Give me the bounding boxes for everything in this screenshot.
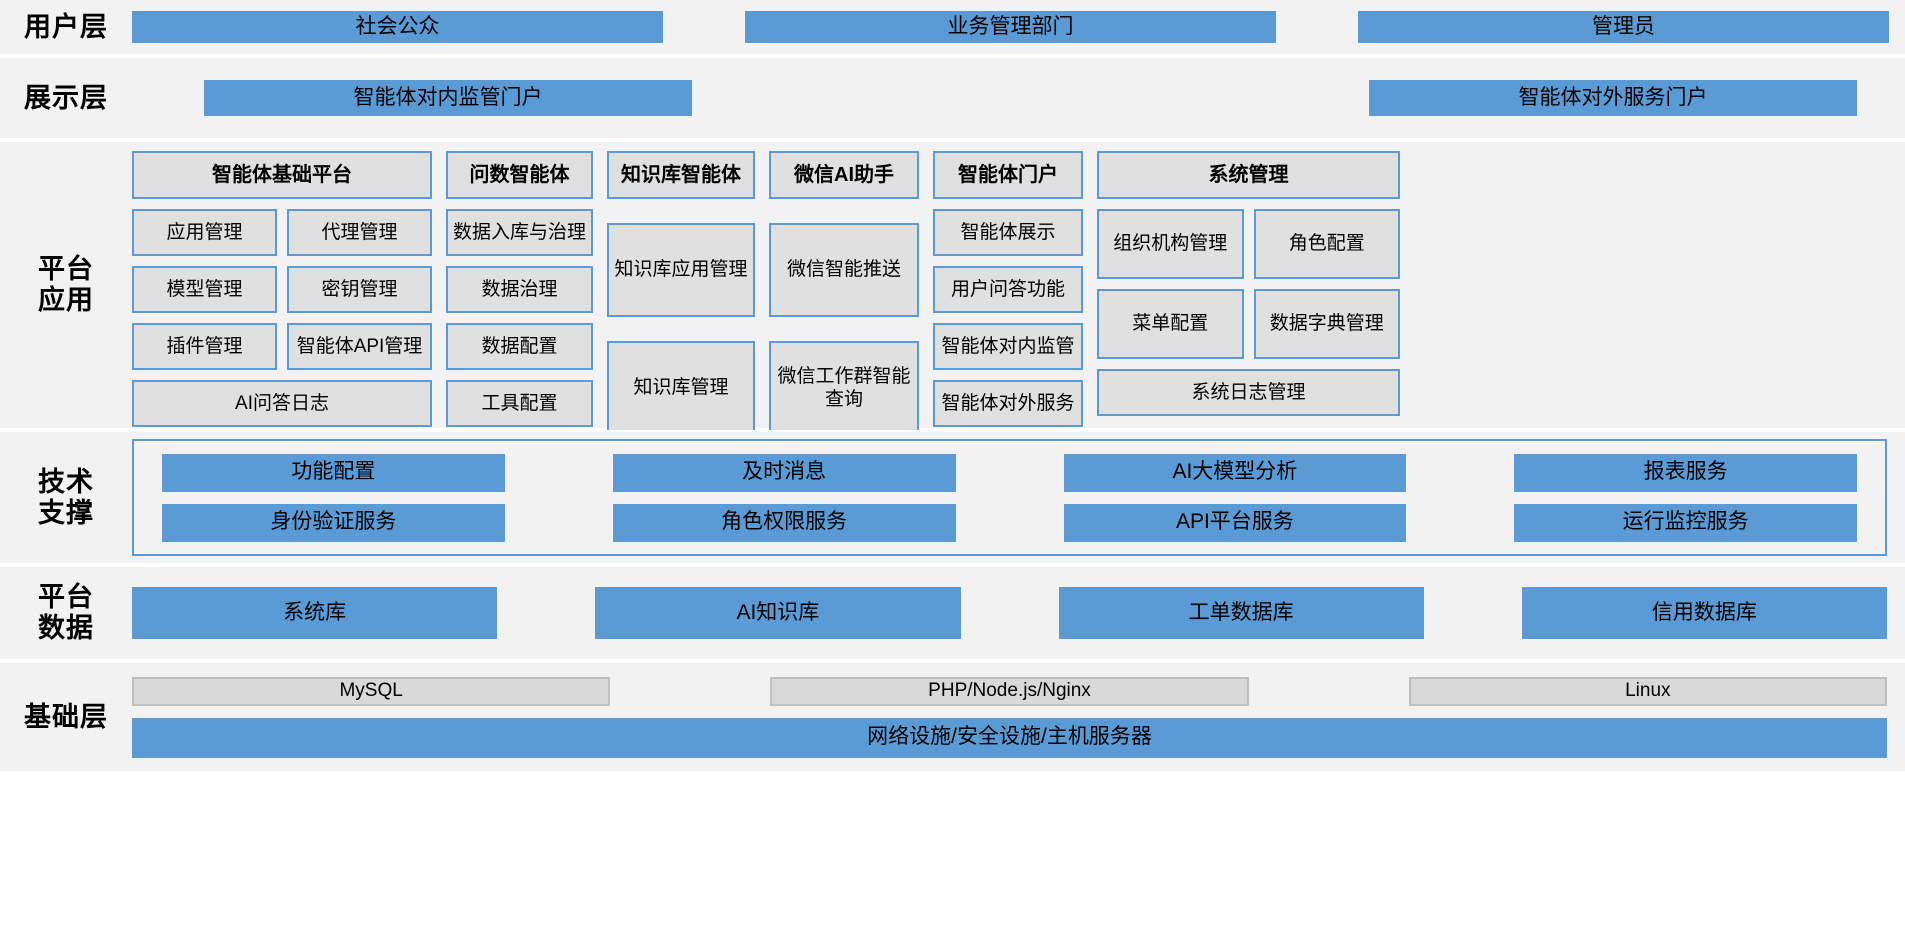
- layer-tech-label-line1: 技术: [38, 466, 94, 497]
- layer-user: 用户层 社会公众 业务管理部门 管理员: [0, 0, 1905, 56]
- app-header-wechat-ai-assistant[interactable]: 微信AI助手: [769, 151, 919, 199]
- tech-item-identity-auth-service[interactable]: 身份验证服务: [162, 503, 505, 542]
- infra-box-mysql[interactable]: MySQL: [132, 676, 611, 706]
- infra-box-php-node-nginx[interactable]: PHP/Node.js/Nginx: [770, 676, 1249, 706]
- presentation-box-external-portal[interactable]: 智能体对外服务门户: [1369, 80, 1857, 116]
- app-item-agent-management[interactable]: 代理管理: [287, 209, 432, 256]
- app-item-kb-management[interactable]: 知识库管理: [607, 341, 755, 435]
- user-box-admin[interactable]: 管理员: [1358, 11, 1889, 43]
- layer-data-label-line1: 平台: [38, 582, 94, 613]
- data-box-credit-db[interactable]: 信用数据库: [1521, 587, 1887, 639]
- tech-support-frame: 功能配置 及时消息 AI大模型分析 报表服务 身份验证服务 角色权限服务 API…: [132, 439, 1887, 556]
- layer-platform-label-line1: 平台: [38, 254, 94, 285]
- app-item-tool-configuration[interactable]: 工具配置: [446, 380, 593, 427]
- app-item-agent-external-service[interactable]: 智能体对外服务: [933, 380, 1083, 427]
- presentation-box-internal-portal[interactable]: 智能体对内监管门户: [204, 80, 692, 116]
- layer-presentation: 展示层 智能体对内监管门户 智能体对外服务门户: [0, 56, 1905, 140]
- app-item-kb-application-management[interactable]: 知识库应用管理: [607, 223, 755, 317]
- user-box-public[interactable]: 社会公众: [132, 11, 663, 43]
- data-box-work-order-db[interactable]: 工单数据库: [1058, 587, 1424, 639]
- app-column-agent-base-platform: 智能体基础平台 应用管理 代理管理 模型管理 密钥管理 插件管理 智能体API管…: [132, 151, 432, 427]
- app-item-system-log-management[interactable]: 系统日志管理: [1097, 369, 1400, 416]
- app-header-agent-base-platform[interactable]: 智能体基础平台: [132, 151, 432, 199]
- tech-item-ai-large-model-analysis[interactable]: AI大模型分析: [1063, 453, 1407, 492]
- layer-infrastructure-label: 基础层: [24, 701, 108, 732]
- app-item-user-qa-feature[interactable]: 用户问答功能: [933, 266, 1083, 313]
- infra-box-network-security-host[interactable]: 网络设施/安全设施/主机服务器: [132, 717, 1887, 758]
- tech-item-report-service[interactable]: 报表服务: [1514, 453, 1857, 492]
- app-item-data-ingest-governance[interactable]: 数据入库与治理: [446, 209, 593, 256]
- app-item-agent-internal-supervision[interactable]: 智能体对内监管: [933, 323, 1083, 370]
- tech-item-api-platform-service[interactable]: API平台服务: [1063, 503, 1407, 542]
- data-box-ai-knowledge-db[interactable]: AI知识库: [595, 587, 961, 639]
- app-column-data-query-agent: 问数智能体 数据入库与治理 数据治理 数据配置 工具配置: [446, 151, 593, 427]
- app-item-org-structure-management[interactable]: 组织机构管理: [1097, 209, 1244, 279]
- app-item-ai-qa-log[interactable]: AI问答日志: [132, 380, 432, 427]
- app-header-agent-portal[interactable]: 智能体门户: [933, 151, 1083, 199]
- app-item-data-configuration[interactable]: 数据配置: [446, 323, 593, 370]
- layer-data-label-line2: 数据: [38, 613, 94, 643]
- app-column-agent-portal: 智能体门户 智能体展示 用户问答功能 智能体对内监管 智能体对外服务: [933, 151, 1083, 427]
- data-box-system-db[interactable]: 系统库: [132, 587, 498, 639]
- tech-item-instant-message[interactable]: 及时消息: [612, 453, 956, 492]
- layer-presentation-label: 展示层: [24, 82, 108, 113]
- app-item-agent-api-management[interactable]: 智能体API管理: [287, 323, 432, 370]
- tech-item-function-configuration[interactable]: 功能配置: [162, 453, 505, 492]
- layer-user-label: 用户层: [24, 11, 108, 42]
- layer-platform-application: 平台 应用 智能体基础平台 应用管理 代理管理 模型管理 密钥管理 插件管理 智…: [0, 140, 1905, 435]
- user-box-business-dept[interactable]: 业务管理部门: [745, 11, 1276, 43]
- app-item-role-configuration[interactable]: 角色配置: [1253, 209, 1400, 279]
- layer-tech-support: 技术 支撑 功能配置 及时消息 AI大模型分析 报表服务 身份验证服务 角色权限…: [0, 430, 1905, 565]
- tech-item-role-permission-service[interactable]: 角色权限服务: [612, 503, 956, 542]
- app-column-knowledge-base-agent: 知识库智能体 知识库应用管理 知识库管理: [607, 151, 755, 435]
- app-item-model-management[interactable]: 模型管理: [132, 266, 277, 313]
- app-column-system-management: 系统管理 组织机构管理 角色配置 菜单配置 数据字典管理 系统日志管理: [1097, 151, 1400, 416]
- layer-tech-label-line2: 支撑: [38, 497, 94, 528]
- layer-tech-support-label: 技术 支撑: [0, 432, 132, 563]
- app-column-wechat-ai-assistant: 微信AI助手 微信智能推送 微信工作群智能查询: [769, 151, 919, 435]
- app-header-system-management[interactable]: 系统管理: [1097, 151, 1400, 199]
- app-item-key-management[interactable]: 密钥管理: [287, 266, 432, 313]
- app-item-application-management[interactable]: 应用管理: [132, 209, 277, 256]
- app-item-agent-showcase[interactable]: 智能体展示: [933, 209, 1083, 256]
- layer-platform-data: 平台 数据 系统库 AI知识库 工单数据库 信用数据库: [0, 565, 1905, 661]
- tech-item-runtime-monitor-service[interactable]: 运行监控服务: [1514, 503, 1857, 542]
- app-item-wechat-smart-push[interactable]: 微信智能推送: [769, 223, 919, 317]
- app-header-knowledge-base-agent[interactable]: 知识库智能体: [607, 151, 755, 199]
- layer-platform-label-line2: 应用: [38, 285, 94, 315]
- layer-infrastructure: 基础层 MySQL PHP/Node.js/Nginx Linux 网络设施/安…: [0, 661, 1905, 771]
- app-item-data-governance[interactable]: 数据治理: [446, 266, 593, 313]
- app-item-data-dictionary-management[interactable]: 数据字典管理: [1253, 289, 1400, 359]
- app-item-plugin-management[interactable]: 插件管理: [132, 323, 277, 370]
- layer-platform-data-label: 平台 数据: [0, 567, 132, 659]
- app-item-wechat-group-smart-query[interactable]: 微信工作群智能查询: [769, 341, 919, 435]
- app-item-menu-configuration[interactable]: 菜单配置: [1097, 289, 1244, 359]
- infra-box-linux[interactable]: Linux: [1408, 676, 1887, 706]
- app-header-data-query-agent[interactable]: 问数智能体: [446, 151, 593, 199]
- layer-platform-application-label: 平台 应用: [0, 142, 132, 428]
